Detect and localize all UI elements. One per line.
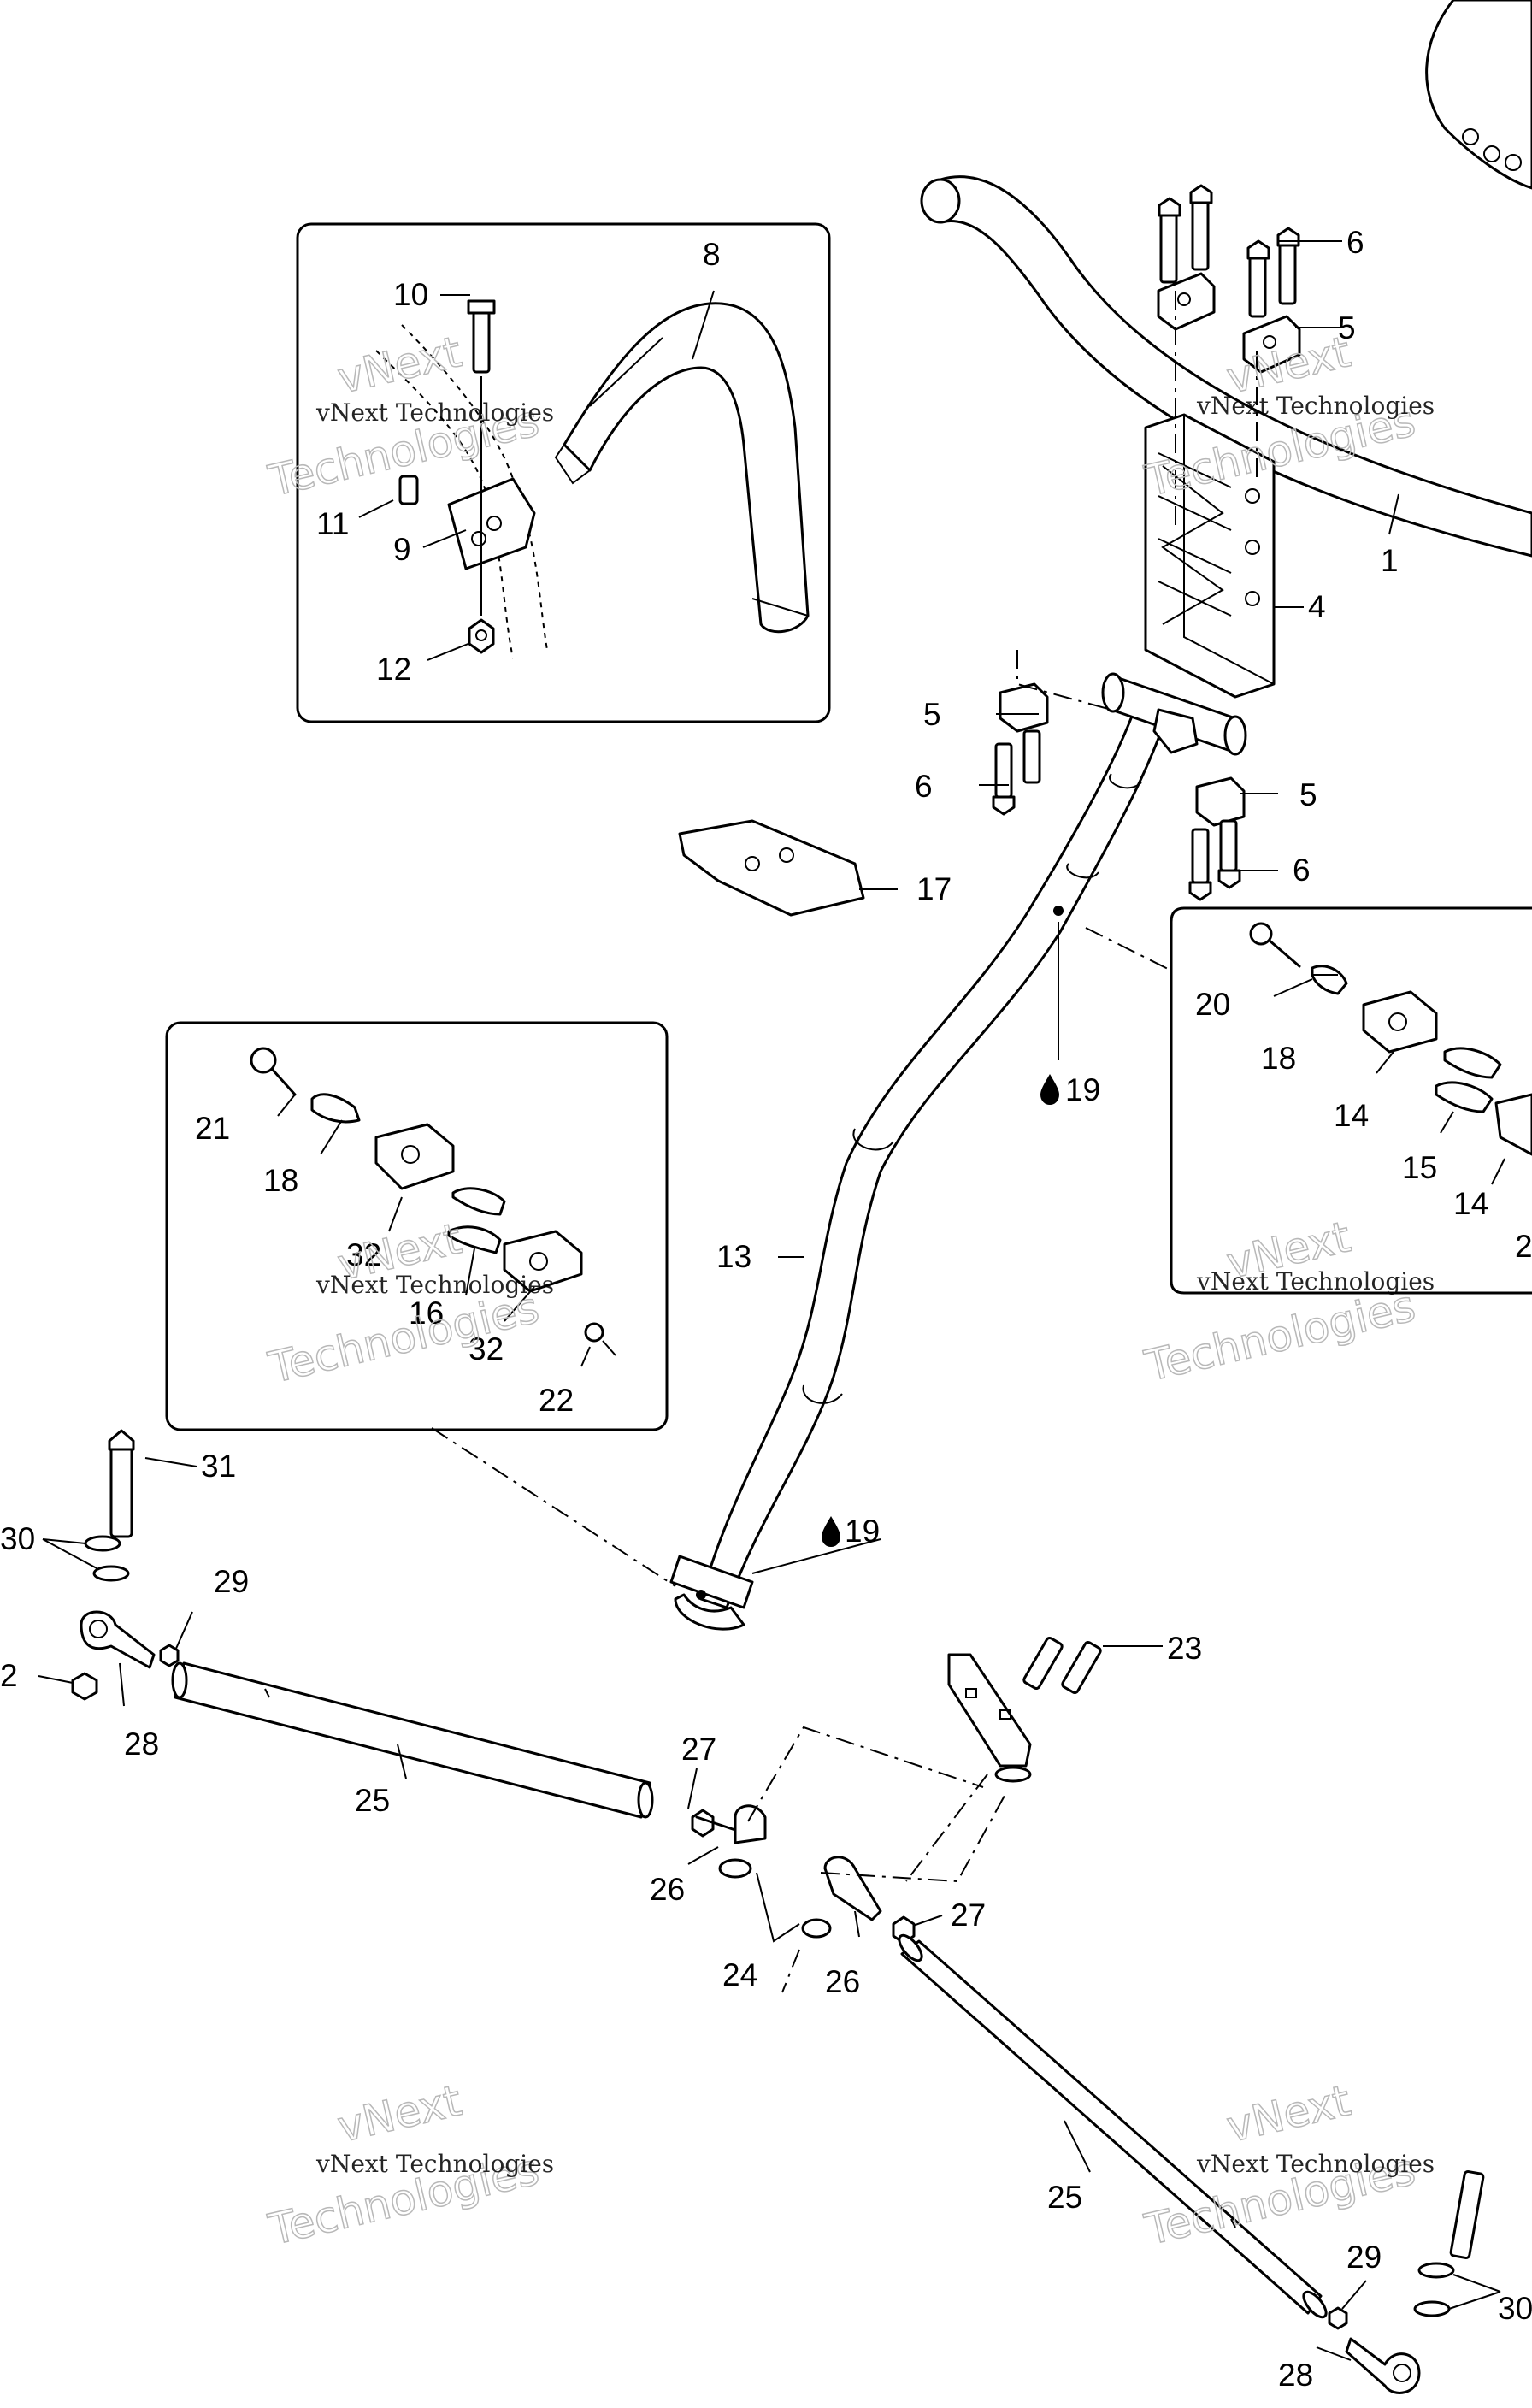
label-14-bottom: 14 [1453,1186,1488,1221]
label-12: 12 [376,652,411,687]
svg-text:vNext Technologies: vNext Technologies [315,1271,554,1299]
svg-text:vNext Technologies: vNext Technologies [315,398,554,427]
tie-rod-end-left [71,1429,180,1701]
grip-top-right [1425,0,1532,190]
label-2: 2 [0,1658,18,1693]
svg-text:Technologies: Technologies [264,1283,544,1393]
steering-column [669,672,1247,1631]
leader-lines [38,240,1505,2361]
label-25-left: 25 [355,1783,390,1818]
label-26-left: 26 [650,1872,685,1907]
label-19-top: 19 [1065,1072,1100,1107]
svg-text:vNext: vNext [333,2075,466,2151]
label-29-left: 29 [214,1564,249,1599]
label-32-top: 32 [346,1237,381,1272]
guide-lines [431,291,1258,1993]
watermark-6: vNext Technologies vNext Technologies [1140,2075,1435,2256]
tie-rod-center-ends [691,1804,916,1945]
svg-text:vNext: vNext [333,327,466,403]
clamp-lower-right [1195,776,1246,827]
label-11: 11 [316,506,349,541]
bolts-top [1158,184,1300,318]
label-28-right: 28 [1278,2358,1313,2393]
riser-block [1144,413,1276,699]
svg-text:vNext Technologies: vNext Technologies [315,2150,554,2178]
label-30-left: 30 [0,1521,35,1556]
label-24: 24 [722,1957,757,1992]
clamp-lower-left [999,682,1049,733]
tie-rod-end-right [1328,2169,1485,2394]
label-18-right: 18 [1261,1041,1296,1076]
label-16: 16 [409,1295,444,1331]
watermark-5: vNext Technologies vNext Technologies [263,2075,554,2256]
label-4: 4 [1308,589,1326,624]
label-2-cut: 2 [1515,1229,1532,1264]
label-20: 20 [1195,987,1230,1022]
inset-box-right [1170,906,1532,1295]
inset-box-top [296,222,831,723]
tie-rod-lower [898,1933,1328,2319]
label-6-right: 6 [1293,853,1311,888]
label-26-right: 26 [825,1964,860,1999]
pitman-arm [947,1636,1102,1783]
label-27-left: 27 [681,1732,716,1767]
oil-drop-icon-2 [696,1516,841,1600]
label-31: 31 [201,1449,236,1484]
svg-text:Technologies: Technologies [1140,1281,1420,1391]
label-5-left: 5 [923,697,941,732]
bolts-lower [992,729,1241,901]
label-21: 21 [195,1111,230,1146]
label-13: 13 [716,1239,751,1274]
part-labels: 1 6 5 4 5 6 5 6 17 19 19 13 8 10 11 9 12… [0,225,1532,2393]
svg-text:vNext Technologies: vNext Technologies [1196,392,1435,420]
label-19-bottom: 19 [845,1514,880,1549]
inset-box-middle [165,1021,669,1431]
label-5-top: 5 [1338,310,1356,345]
svg-text:vNext Technologies: vNext Technologies [1196,2150,1435,2178]
svg-text:vNext Technologies: vNext Technologies [1196,1267,1435,1295]
label-22: 22 [539,1383,574,1418]
plate-part [678,819,865,917]
label-30-right: 30 [1498,2291,1532,2326]
tie-rod-upper [171,1661,654,1819]
handlebar-part [920,175,1532,558]
label-29-right: 29 [1346,2240,1382,2275]
clamp-top-right [1242,315,1301,374]
label-14-top: 14 [1334,1098,1369,1133]
label-5-right: 5 [1299,777,1317,812]
label-25-right: 25 [1047,2180,1082,2215]
oil-drop-icon [1040,906,1064,1106]
label-17: 17 [916,871,952,906]
label-23: 23 [1167,1631,1202,1666]
clamp-top-left [1157,272,1216,331]
label-18-left: 18 [263,1163,298,1198]
label-27-right: 27 [951,1897,986,1933]
label-28-left: 28 [124,1726,159,1762]
label-9: 9 [393,532,411,567]
label-8: 8 [703,237,721,272]
svg-text:vNext: vNext [1223,2075,1355,2151]
label-15: 15 [1402,1150,1437,1185]
label-32-bottom: 32 [468,1331,504,1366]
label-6-top: 6 [1346,225,1364,260]
label-1: 1 [1381,543,1399,578]
label-6-left: 6 [915,769,933,804]
label-10: 10 [393,277,428,312]
watermark-4: vNext Technologies vNext Technologies [1140,1212,1435,1392]
